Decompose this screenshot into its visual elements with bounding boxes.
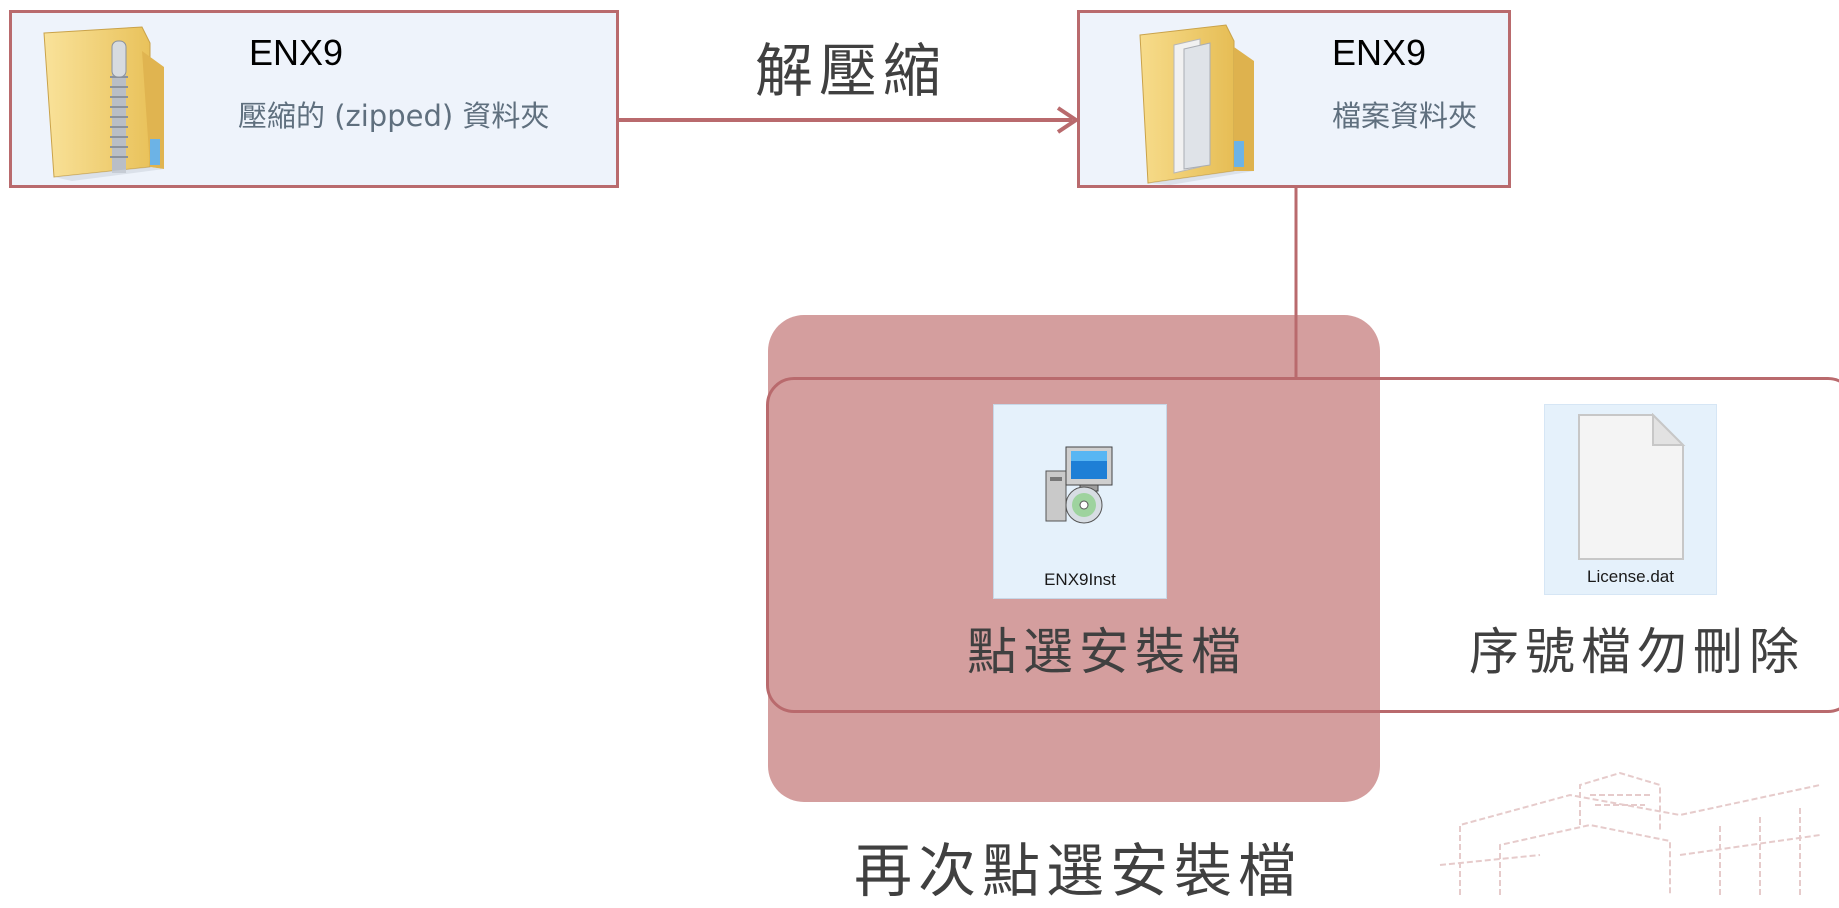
dest-folder-name: ENX9 — [1332, 32, 1427, 73]
files-container — [766, 377, 1839, 713]
source-folder-type: 壓縮的 (zipped) 資料夾 — [238, 99, 550, 133]
zipped-folder-icon — [43, 26, 164, 181]
license-filename: License.dat — [1587, 567, 1674, 586]
license-caption: 序號檔勿刪除 — [1469, 623, 1805, 681]
file-tile-license[interactable]: License.dat — [1544, 404, 1717, 595]
installer-filename: ENX9Inst — [1044, 570, 1116, 589]
file-tile-installer[interactable]: ENX9Inst — [993, 404, 1167, 599]
installer-icon — [1045, 446, 1113, 524]
unzip-arrow-head — [1056, 106, 1080, 134]
unzip-label: 解壓縮 — [755, 37, 948, 105]
building-watermark — [1439, 771, 1821, 895]
dest-folder[interactable]: ENX9 檔案資料夾 — [1077, 10, 1511, 188]
source-folder-name: ENX9 — [249, 32, 344, 73]
highlight-caption: 再次點選安裝檔 — [854, 837, 1303, 905]
blank-file-icon — [1578, 413, 1686, 560]
folder-icon — [1139, 24, 1254, 185]
source-zipped-folder[interactable]: ENX9 壓縮的 (zipped) 資料夾 — [9, 10, 619, 188]
installer-caption: 點選安裝檔 — [967, 623, 1247, 681]
dest-folder-type: 檔案資料夾 — [1332, 99, 1478, 133]
